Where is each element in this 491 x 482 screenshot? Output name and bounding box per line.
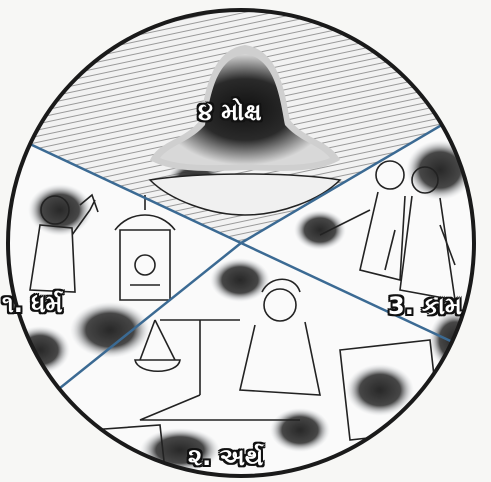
- label-artha: ૨. અર્થ: [188, 443, 263, 471]
- label-moksha: ૪ મોક્ષ: [198, 98, 262, 126]
- label-kama: 3. કામ: [388, 292, 462, 320]
- label-dharma: ૧. ધર્મ: [2, 290, 63, 318]
